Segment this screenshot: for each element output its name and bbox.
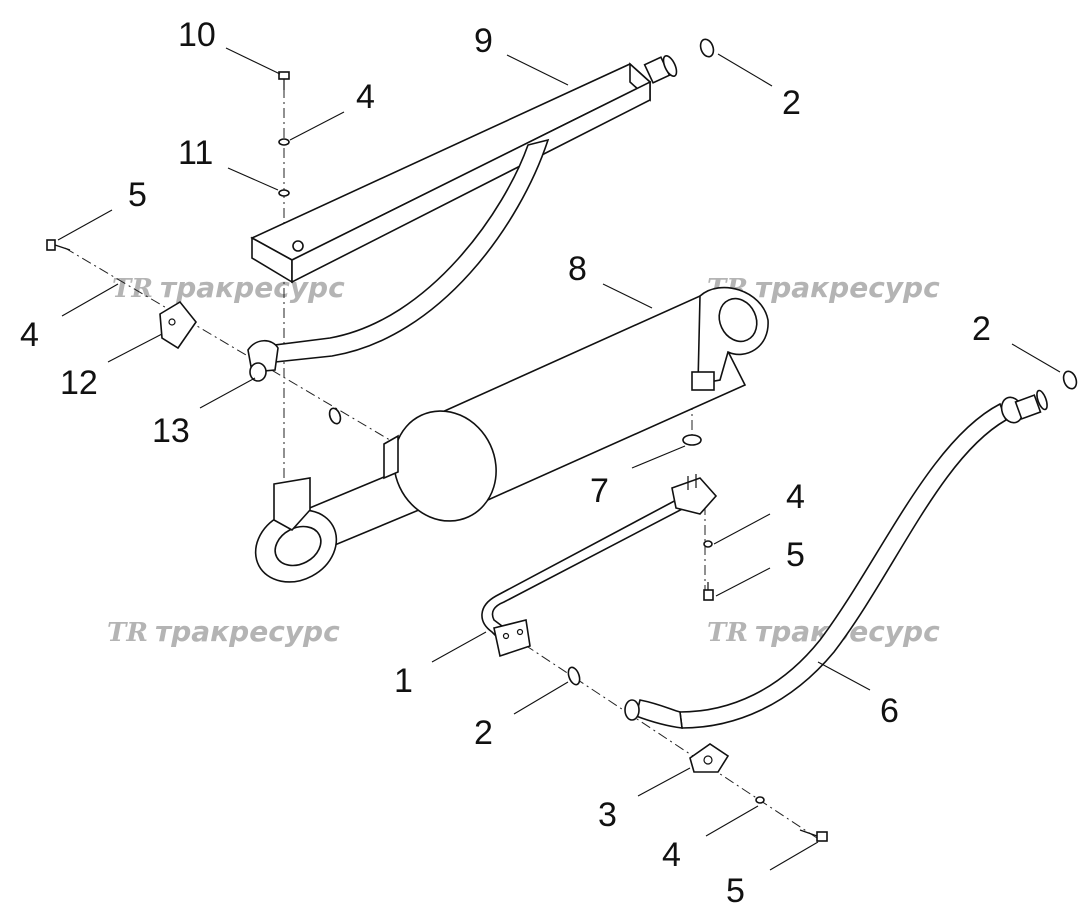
- watermark-bottom-left: TR тракресурс: [107, 615, 340, 648]
- callout-2: 2: [782, 84, 801, 122]
- watermark-text: тракресурс: [755, 271, 940, 304]
- callout-8: 8: [568, 250, 587, 288]
- watermark-logo: TR: [707, 618, 748, 648]
- part-8-hydraulic-cylinder: [254, 286, 769, 583]
- callout-1: 1: [394, 662, 413, 700]
- callout-10: 10: [178, 16, 216, 54]
- callout-3: 3: [598, 796, 617, 834]
- center-lines: [64, 88, 821, 841]
- callout-4: 4: [786, 478, 805, 516]
- callout-13: 13: [152, 412, 190, 450]
- part-9-bracket-tube: [247, 55, 678, 382]
- callout-5: 5: [128, 176, 147, 214]
- callout-11: 11: [178, 134, 213, 172]
- callout-2: 2: [474, 714, 493, 752]
- callout-9: 9: [474, 22, 493, 60]
- callout-4: 4: [662, 836, 681, 874]
- part-1-pipe: [481, 474, 718, 658]
- callout-4: 4: [20, 316, 39, 354]
- part-6-hose: [624, 389, 1048, 729]
- watermark-logo: TR: [112, 274, 153, 304]
- leader-lines: [57, 47, 1061, 871]
- callout-4: 4: [356, 78, 375, 116]
- watermark-top-left: TR тракресурс: [112, 271, 345, 304]
- watermark-top-right: TR тракресурс: [707, 271, 940, 304]
- callout-2: 2: [972, 310, 991, 348]
- watermark-logo: TR: [107, 618, 148, 648]
- callout-5: 5: [726, 872, 745, 910]
- callout-7: 7: [590, 472, 609, 510]
- callout-6: 6: [880, 692, 899, 730]
- watermark-text: тракресурс: [155, 615, 340, 648]
- watermark-text: тракресурс: [160, 271, 345, 304]
- callout-5: 5: [786, 536, 805, 574]
- callout-labels: 10 9 2 4 11 5 8 2 4 12 13 7 4 5 1 6 2 3 …: [20, 16, 991, 910]
- callout-12: 12: [60, 364, 98, 402]
- small-parts: [46, 38, 1078, 842]
